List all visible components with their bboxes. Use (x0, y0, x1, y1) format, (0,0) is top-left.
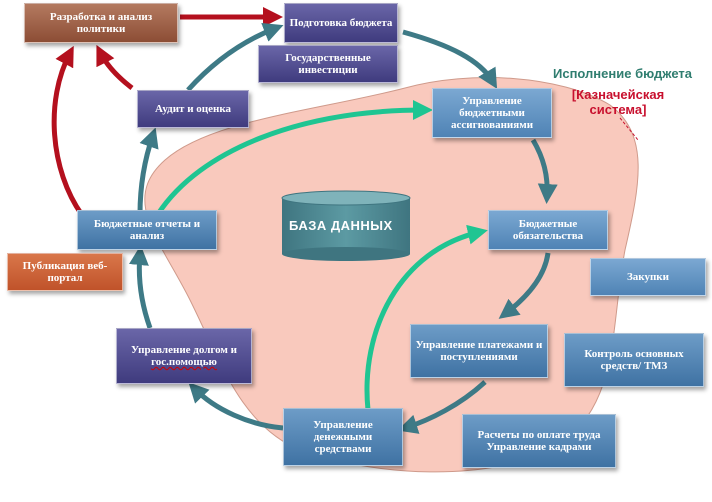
payroll-label-line1: Расчеты по оплате труда (477, 429, 601, 441)
arrow-cash-to-commitments (364, 224, 488, 411)
arrow-budget-to-appropriations (402, 29, 498, 89)
payments-label: Управление платежами и поступлениями (415, 339, 543, 363)
publication-box[interactable]: Публикация веб-портал (7, 253, 123, 291)
arrow-reports-to-audit (137, 127, 159, 215)
payroll-label: Расчеты по оплате труда Управление кадра… (478, 429, 601, 453)
debt-label-line1: Управление долгом и (131, 344, 237, 356)
arrow-appropriations-to-commitments (530, 138, 558, 204)
commitments-label: Бюджетные обязательства (512, 218, 584, 242)
publication-label: Публикация веб-портал (22, 260, 108, 284)
database-label: БАЗА ДАННЫХ (289, 218, 393, 233)
public-investment-box[interactable]: Государственные инвестиции (258, 45, 398, 83)
arrow-payments-to-cash (397, 380, 487, 434)
arrow-reports-to-appropriations (155, 100, 433, 216)
appropriations-label: Управление бюджетными ассигнованиями (450, 95, 534, 131)
treasury-label: [Казначейская система] (568, 87, 668, 117)
arrow-reports-to-policy (51, 45, 85, 217)
arrow-audit-to-policy (96, 44, 134, 90)
audit-box[interactable]: Аудит и оценка (137, 90, 249, 128)
debt-box[interactable]: Управление долгом и гос.помощью (116, 328, 252, 384)
commitments-box[interactable]: Бюджетные обязательства (488, 210, 608, 250)
cash-box[interactable]: Управление денежными средствами (283, 408, 403, 466)
treasury-label-line2: система] (589, 102, 647, 117)
arrow-commitments-to-payments (498, 252, 551, 319)
policy-box[interactable]: Разработка и анализ политики (24, 3, 178, 43)
appropriations-box[interactable]: Управление бюджетными ассигнованиями (432, 88, 552, 138)
budget-prep-box[interactable]: Подготовка бюджета (284, 3, 398, 43)
arrow-debt-to-reports (128, 245, 153, 329)
audit-label: Аудит и оценка (154, 103, 232, 115)
fixed-assets-box[interactable]: Контроль основных средств/ ТМЗ (564, 333, 704, 387)
payroll-label-line2: Управление кадрами (486, 441, 592, 453)
debt-label-line2: гос.помощью (151, 356, 217, 368)
policy-label: Разработка и анализ политики (49, 11, 153, 35)
arrow-audit-to-budget (186, 23, 284, 92)
payments-box[interactable]: Управление платежами и поступлениями (410, 324, 548, 378)
debt-label: Управление долгом и гос.помощью (131, 344, 237, 368)
procurement-label: Закупки (626, 271, 669, 283)
procurement-box[interactable]: Закупки (590, 258, 706, 296)
treasury-label-line1: [Казначейская (571, 87, 665, 102)
cash-label: Управление денежными средствами (313, 419, 373, 455)
budget-prep-label: Подготовка бюджета (289, 17, 393, 29)
arrow-cash-to-debt (188, 382, 284, 431)
public-investment-label: Государственные инвестиции (285, 52, 371, 76)
reports-label: Бюджетные отчеты и анализ (93, 218, 201, 242)
payroll-box[interactable]: Расчеты по оплате труда Управление кадра… (462, 414, 616, 468)
reports-box[interactable]: Бюджетные отчеты и анализ (77, 210, 217, 250)
execution-label: Исполнение бюджета (553, 66, 692, 81)
fixed-assets-label: Контроль основных средств/ ТМЗ (584, 348, 684, 372)
database-cylinder (281, 190, 411, 261)
